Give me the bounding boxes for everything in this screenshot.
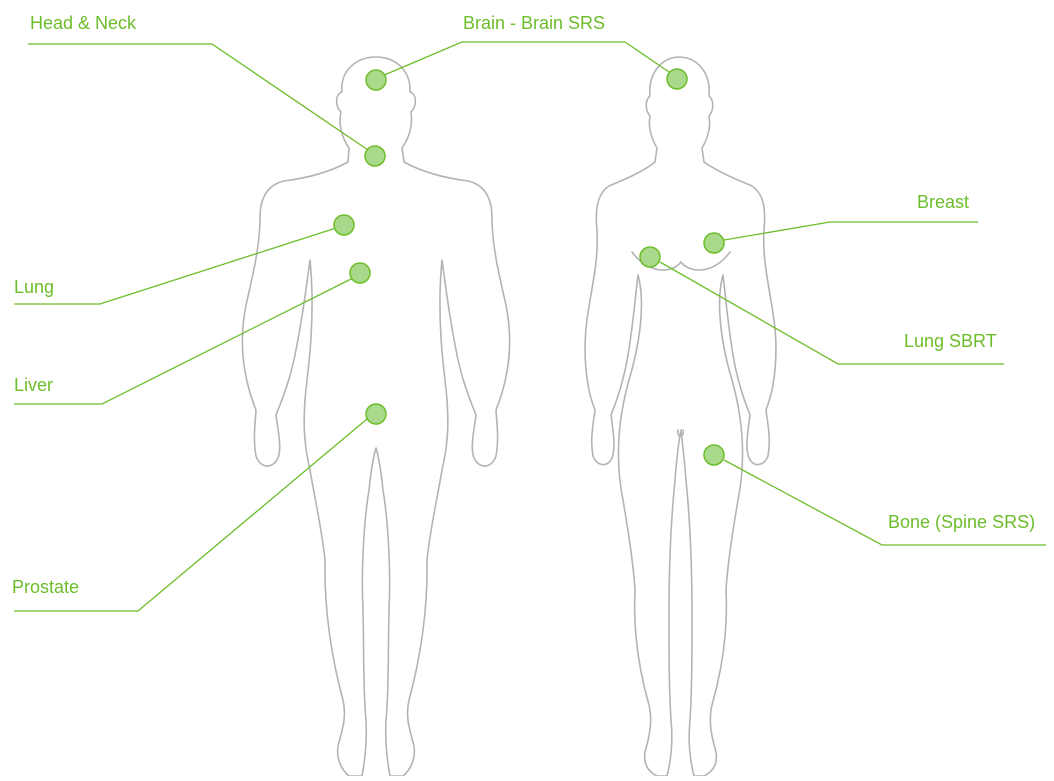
marker-lung[interactable] (334, 215, 354, 235)
label-breast[interactable]: Breast (917, 191, 969, 213)
label-head-neck[interactable]: Head & Neck (30, 12, 136, 34)
label-prostate[interactable]: Prostate (12, 576, 79, 598)
marker-liver[interactable] (350, 263, 370, 283)
marker-head-neck[interactable] (365, 146, 385, 166)
leader-liver (14, 278, 353, 404)
marker-prostate[interactable] (366, 404, 386, 424)
label-lung-sbrt[interactable]: Lung SBRT (904, 330, 997, 352)
site-markers (334, 69, 724, 465)
leader-brain-male (382, 42, 462, 76)
label-liver[interactable]: Liver (14, 374, 53, 396)
leader-head-neck (28, 44, 368, 150)
label-lung[interactable]: Lung (14, 276, 54, 298)
female-silhouette-outline (585, 57, 776, 776)
label-brain[interactable]: Brain - Brain SRS (463, 12, 605, 34)
label-bone[interactable]: Bone (Spine SRS) (888, 511, 1035, 533)
marker-lung-sbrt[interactable] (640, 247, 660, 267)
marker-bone[interactable] (704, 445, 724, 465)
leader-brain-female (625, 42, 672, 74)
marker-brain-female[interactable] (667, 69, 687, 89)
marker-breast[interactable] (704, 233, 724, 253)
marker-brain-male[interactable] (366, 70, 386, 90)
leader-breast (724, 222, 978, 240)
leader-lung (14, 228, 336, 304)
female-figure (585, 57, 776, 776)
